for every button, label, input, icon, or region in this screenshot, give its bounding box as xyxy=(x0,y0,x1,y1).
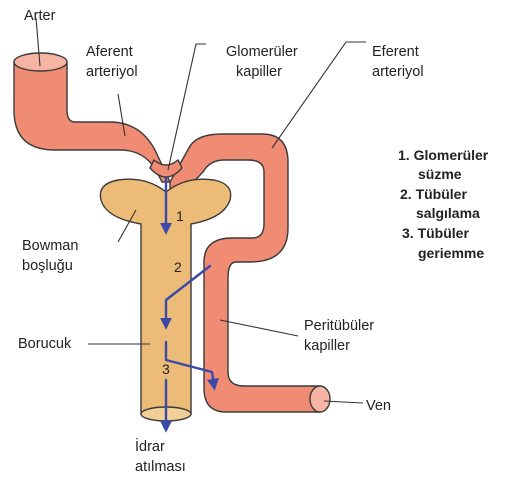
label-afferent-1: Aferent xyxy=(86,44,133,60)
label-glomerular-1: Glomerüler xyxy=(226,44,298,60)
afferent-arteriole xyxy=(14,62,170,182)
label-excretion-1: İdrar xyxy=(135,437,165,455)
vein-opening xyxy=(310,386,330,412)
label-efferent-2: arteriyol xyxy=(372,64,424,80)
legend-item-1-line-2: süzme xyxy=(418,166,462,182)
flow-number-1: 1 xyxy=(176,208,184,224)
label-arter: Arter xyxy=(24,8,56,24)
legend-item-3-line-2: geriemme xyxy=(418,245,484,261)
label-glomerular-2: kapiller xyxy=(236,64,282,80)
legend-item-2-line-2: salgılama xyxy=(416,205,480,221)
legend-item-2-line-1: 2. Tübüler xyxy=(400,186,467,202)
label-bowman-1: Bowman xyxy=(22,238,78,254)
legend-item-3-line-1: 3. Tübüler xyxy=(402,225,469,241)
efferent-arteriole-and-peritubular-capillary xyxy=(170,134,320,412)
process-legend: 1. Glomerüler süzme 2. Tübüler salgılama… xyxy=(398,147,489,261)
label-efferent-1: Eferent xyxy=(372,44,419,60)
flow-number-3: 3 xyxy=(162,361,170,377)
label-peritubular-2: kapiller xyxy=(304,338,350,354)
label-tubule: Borucuk xyxy=(18,336,72,352)
leader-peritubular xyxy=(220,320,298,336)
label-vein: Ven xyxy=(366,398,391,414)
arter-opening xyxy=(14,53,67,71)
legend-item-1-line-1: 1. Glomerüler xyxy=(398,147,489,163)
label-excretion-2: atılması xyxy=(135,459,186,475)
label-bowman-2: boşluğu xyxy=(22,258,73,274)
label-peritubular-1: Peritübüler xyxy=(304,318,374,334)
label-afferent-2: arteriyol xyxy=(86,64,138,80)
flow-number-2: 2 xyxy=(174,259,182,275)
